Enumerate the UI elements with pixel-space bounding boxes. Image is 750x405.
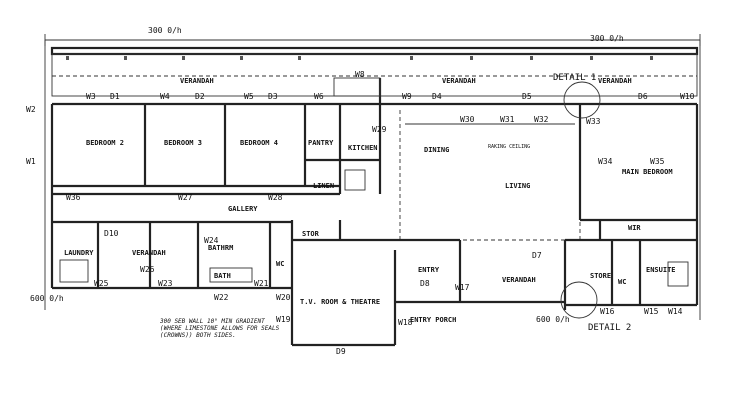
tag-w25: W25 [94,279,109,288]
tag-d1: D1 [110,92,120,101]
room-store: STORE [590,272,611,280]
window-tags-left: W2 W1 [26,105,36,166]
tag-d2: D2 [195,92,205,101]
right-lower-dim: 600 0/h [536,315,570,324]
verandah-posts [66,56,653,60]
room-main-bedroom: MAIN BEDROOM [622,168,673,176]
top-right-dim: 300 0/h [590,34,624,43]
tag-w10: W10 [680,92,695,101]
tag-w16: W16 [600,307,615,316]
room-pantry: PANTRY [308,139,334,147]
tag-w20: W20 [276,293,291,302]
room-bedroom-4: BEDROOM 4 [240,139,278,147]
tag-w32: W32 [534,115,549,124]
tag-w9: W9 [402,92,412,101]
tag-w36: W36 [66,193,81,202]
seb-wall-note: 300 SEB WALL 10° MIN GRADIENT (WHERE LIM… [160,318,280,339]
tag-w1: W1 [26,157,36,166]
detail2-label: DETAIL 2 [588,323,631,333]
tag-w31: W31 [500,115,515,124]
room-bedroom-2: BEDROOM 2 [86,139,124,147]
tag-w14: W14 [668,307,683,316]
detail2-marker [560,281,598,319]
room-wir: WIR [628,224,641,232]
tag-w35: W35 [650,157,665,166]
tag-w19: W19 [276,315,291,324]
tag-w4: W4 [160,92,170,101]
tag-w24: W24 [204,236,219,245]
room-bedroom-3: BEDROOM 3 [164,139,202,147]
room-gallery: GALLERY [228,205,258,213]
room-ensuite: ENSUITE [646,266,676,274]
room-verandah-5: VERANDAH [502,276,536,284]
room-kitchen: KITCHEN [348,144,378,152]
tag-w18: W18 [398,318,413,327]
room-dining: DINING [424,146,449,154]
tag-d3: D3 [268,92,278,101]
tag-w28: W28 [268,193,283,202]
room-verandah-4: VERANDAH [132,249,166,257]
room-tv-theatre: T.V. ROOM & THEATRE [300,298,380,306]
tag-w22: W22 [214,293,229,302]
tag-d10: D10 [104,229,119,238]
tag-w8: W8 [355,70,365,79]
room-entry: ENTRY [418,266,440,274]
tag-w6: W6 [314,92,324,101]
handwritten-note: 300 SEB WALL 10° MIN GRADIENT (WHERE LIM… [160,318,280,339]
window-tags-top: W3 D1 W4 D2 W5 D3 W6 W8 W9 D4 D5 D6 W10 [86,70,695,101]
top-left-dim: 300 0/h [148,26,182,35]
tag-d5: D5 [522,92,532,101]
room-stor: STOR [302,230,320,238]
room-bath: BATH [214,272,231,280]
room-laundry: LAUNDRY [64,249,94,257]
tag-w30: W30 [460,115,475,124]
ceiling-note: RAKING CEILING [488,144,530,150]
tag-w2: W2 [26,105,36,114]
tag-d4: D4 [432,92,442,101]
tag-w15: W15 [644,307,659,316]
left-lower-dim: 600 0/h [30,294,64,303]
room-linen: LINEN [313,182,334,190]
room-living: LIVING [505,182,530,190]
tag-d8: D8 [420,279,430,288]
tag-w33: W33 [586,117,601,126]
tag-w5: W5 [244,92,254,101]
window-tags-mid: W29 W30 W31 W32 W33 W34 W35 W36 W27 W28 … [66,115,683,356]
tag-d7: D7 [532,251,542,260]
room-entry-porch: ENTRY PORCH [410,316,456,324]
room-bathrm: BATHRM [208,244,233,252]
detail1-marker [563,81,601,119]
tag-w29: W29 [372,125,387,134]
tag-w26: W26 [140,265,155,274]
room-verandah-1: VERANDAH [180,77,214,85]
room-wc-1: WC [276,260,284,268]
tag-w17: W17 [455,283,470,292]
tag-d6: D6 [638,92,648,101]
tag-w21: W21 [254,279,269,288]
room-labels: VERANDAH VERANDAH VERANDAH BEDROOM 2 BED… [64,77,676,324]
room-verandah-2: VERANDAH [442,77,476,85]
room-wc-2: WC [618,278,626,286]
room-verandah-3: VERANDAH [598,77,632,85]
tag-w27: W27 [178,193,193,202]
tag-w3: W3 [86,92,96,101]
tag-d9: D9 [336,347,346,356]
tag-w34: W34 [598,157,613,166]
detail1-label: DETAIL 1 [553,73,596,83]
tag-w23: W23 [158,279,173,288]
